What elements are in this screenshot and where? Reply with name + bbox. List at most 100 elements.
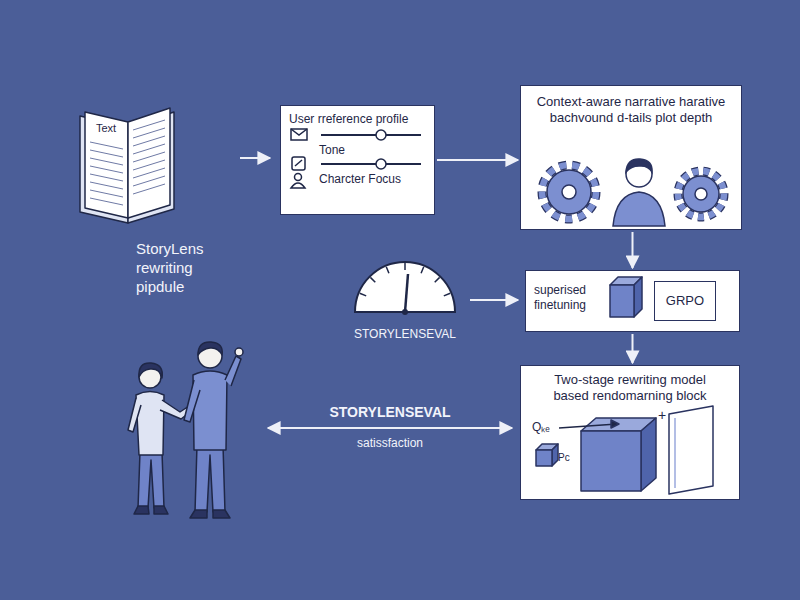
gauge-dial <box>444 293 450 296</box>
profile-box: User rreference profileToneCharcter Focu… <box>280 105 435 215</box>
slider-icons <box>321 134 421 136</box>
people-figures <box>134 506 149 514</box>
double-arrow <box>268 427 512 429</box>
setting-label: Charcter Focus <box>319 172 401 187</box>
slider-icons <box>295 160 302 166</box>
people-figures <box>154 506 168 514</box>
model-block-figure <box>536 450 552 466</box>
model-block-figure <box>581 431 641 491</box>
gauge-dial <box>404 263 406 270</box>
people-figures <box>138 452 164 508</box>
flow-arrow <box>240 157 270 159</box>
gear-icon <box>542 165 596 219</box>
open-book <box>85 112 128 218</box>
open-book <box>133 176 165 186</box>
open-book <box>90 198 123 205</box>
open-book <box>133 152 165 162</box>
open-book <box>90 182 123 189</box>
open-book <box>90 174 123 181</box>
open-book <box>80 108 174 223</box>
open-book <box>90 190 123 197</box>
people-figures <box>213 510 230 518</box>
box-heading: User rreference profile <box>289 112 408 127</box>
gear-icon <box>542 165 596 219</box>
gear-icon <box>678 171 724 217</box>
flow-arrow <box>437 159 518 161</box>
gauge-dial <box>421 267 424 273</box>
context-box: Context-aware narrative harative bachvou… <box>520 85 742 230</box>
slider-icons <box>291 129 307 135</box>
gear-icon <box>562 185 576 199</box>
model-block-figure <box>611 420 619 428</box>
pipeline-caption: StoryLens rewriting pipdule <box>136 240 231 296</box>
gear-icon <box>547 170 591 214</box>
gear-icon <box>542 165 596 219</box>
slider-icons <box>295 174 302 181</box>
people-figures <box>193 371 227 450</box>
people-figures <box>128 342 243 518</box>
model-block-figure <box>669 406 713 494</box>
gauge-dial <box>435 277 440 282</box>
slider-icons <box>376 159 386 169</box>
gauge-dial <box>405 274 408 312</box>
slider-icons <box>291 129 307 140</box>
slider-icons <box>291 183 305 188</box>
box-heading: GRPO <box>666 293 704 309</box>
people-figures <box>128 398 141 432</box>
people-figures <box>235 348 243 356</box>
open-book <box>133 120 165 130</box>
cube-icon <box>610 285 634 317</box>
grpo-box: GRPO <box>654 281 716 321</box>
setting-label: Tone <box>319 143 345 158</box>
open-book <box>133 160 165 170</box>
gear-icon <box>695 188 707 200</box>
open-book <box>90 120 165 205</box>
model-block-figure <box>552 444 558 466</box>
gauge-dial <box>355 262 455 312</box>
people-figures <box>136 392 164 456</box>
symbol-label: + <box>658 407 666 425</box>
people-figures <box>190 510 207 518</box>
cube-icon <box>634 277 642 317</box>
gauge-dial <box>355 262 455 315</box>
person-icon <box>626 159 652 172</box>
open-book <box>133 128 165 138</box>
gauge-dial <box>386 267 389 273</box>
gauge-dial <box>360 293 366 296</box>
open-book <box>133 184 165 194</box>
people-figures <box>139 363 162 378</box>
flow-arrow <box>632 334 634 363</box>
box-heading: Context-aware narrative harative bachvou… <box>533 94 729 127</box>
slider-icons <box>376 130 386 140</box>
people-figures <box>225 356 241 386</box>
satisfaction-label: satissfaction <box>320 436 460 451</box>
open-book <box>133 168 165 178</box>
open-book <box>133 144 165 154</box>
box-heading: superised finetuning <box>534 283 606 313</box>
symbol-label: Pc <box>558 452 570 465</box>
person-icon <box>613 159 665 226</box>
gauge-label: STORYLENSEVAL <box>345 327 465 342</box>
person-icon <box>613 192 665 226</box>
model-box: Two-stage rewriting model based rendomar… <box>520 365 740 500</box>
people-figures <box>195 445 225 512</box>
people-figures <box>184 380 200 422</box>
gear-icon <box>678 171 724 217</box>
model-block-figure <box>641 418 656 491</box>
training-box: superised finetuning GRPO <box>525 270 740 332</box>
gear-icon <box>678 171 724 217</box>
gauge-dial <box>370 277 375 282</box>
gauge-dial <box>402 309 408 315</box>
flow-arrow <box>470 299 518 301</box>
open-book <box>133 136 165 146</box>
gauge-dial <box>447 311 454 313</box>
open-book <box>90 166 123 173</box>
slider-icons <box>292 157 305 170</box>
box-heading: Two-stage rewriting model based rendomar… <box>543 372 718 405</box>
open-book <box>90 158 123 165</box>
open-book <box>90 142 123 149</box>
people-figures <box>198 342 222 355</box>
gauge-dial <box>356 263 454 312</box>
model-block-figure <box>559 424 617 428</box>
